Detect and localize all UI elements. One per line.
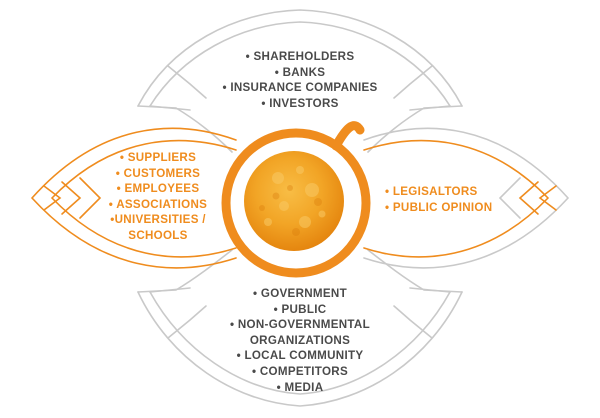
sun-texture: [264, 166, 326, 228]
list-item: ORGANIZATIONS: [249, 333, 351, 347]
list-item: • INSURANCE COMPANIES: [222, 81, 378, 95]
list-item: • ASSOCIATIONS: [108, 197, 208, 211]
list-item: • LEGISALTORS: [385, 185, 478, 198]
right-petal-outline: [363, 127, 570, 269]
list-item: SCHOOLS: [128, 228, 188, 242]
list-item: • COMPETITORS: [252, 364, 348, 378]
right-stakeholder-list: • LEGISALTORS • PUBLIC OPINION: [385, 184, 505, 215]
top-petal-outline: [137, 9, 463, 153]
list-item: • SUPPLIERS: [119, 151, 197, 164]
bottom-petal-outline: [137, 249, 463, 407]
list-item: • BANKS: [274, 65, 326, 79]
list-item: • NON-GOVERNMENTAL: [230, 318, 370, 332]
list-item: • MEDIA: [276, 380, 324, 394]
list-item: • GOVERNMENT: [253, 287, 347, 300]
list-item: • PUBLIC: [273, 302, 327, 316]
center-ring: [221, 128, 371, 278]
list-item: • LOCAL COMMUNITY: [236, 349, 364, 363]
list-item: • PUBLIC OPINION: [385, 200, 493, 214]
ring-tail: [331, 121, 365, 151]
left-petal-outline: [30, 127, 237, 269]
left-stakeholder-list: • SUPPLIERS • CUSTOMERS • EMPLOYEES • AS…: [98, 150, 218, 244]
list-item: • EMPLOYEES: [116, 182, 200, 196]
list-item: •UNIVERSITIES /: [110, 213, 206, 227]
list-item: • SHAREHOLDERS: [245, 50, 355, 63]
top-stakeholder-list: • SHAREHOLDERS • BANKS • INSURANCE COMPA…: [222, 49, 378, 111]
sun-texture-dark: [259, 185, 322, 236]
center-sun: [244, 151, 344, 251]
bottom-stakeholder-list: • GOVERNMENT • PUBLIC • NON-GOVERNMENTAL…: [222, 286, 378, 395]
list-item: • CUSTOMERS: [115, 166, 201, 180]
list-item: • INVESTORS: [261, 96, 339, 110]
